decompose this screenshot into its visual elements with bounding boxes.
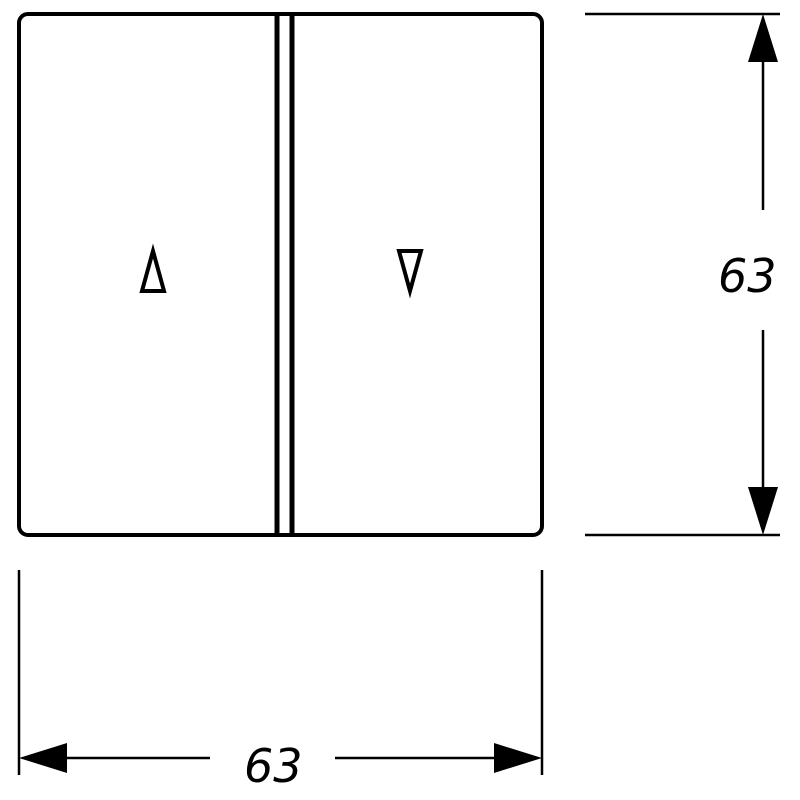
up-triangle-icon — [139, 243, 167, 293]
switch-outline — [17, 12, 544, 537]
arrow-right-icon — [494, 743, 542, 773]
arrow-down-icon — [748, 487, 778, 535]
width-dimension: 63 — [17, 570, 544, 793]
left-rocker[interactable] — [21, 16, 275, 533]
arrow-up-icon — [748, 14, 778, 62]
arrow-left-icon — [19, 743, 67, 773]
height-dimension: 63 — [585, 12, 780, 537]
right-rocker[interactable] — [294, 16, 540, 533]
width-dimension-label: 63 — [244, 739, 303, 793]
height-dimension-label: 63 — [718, 249, 777, 303]
down-triangle-icon — [396, 249, 424, 299]
